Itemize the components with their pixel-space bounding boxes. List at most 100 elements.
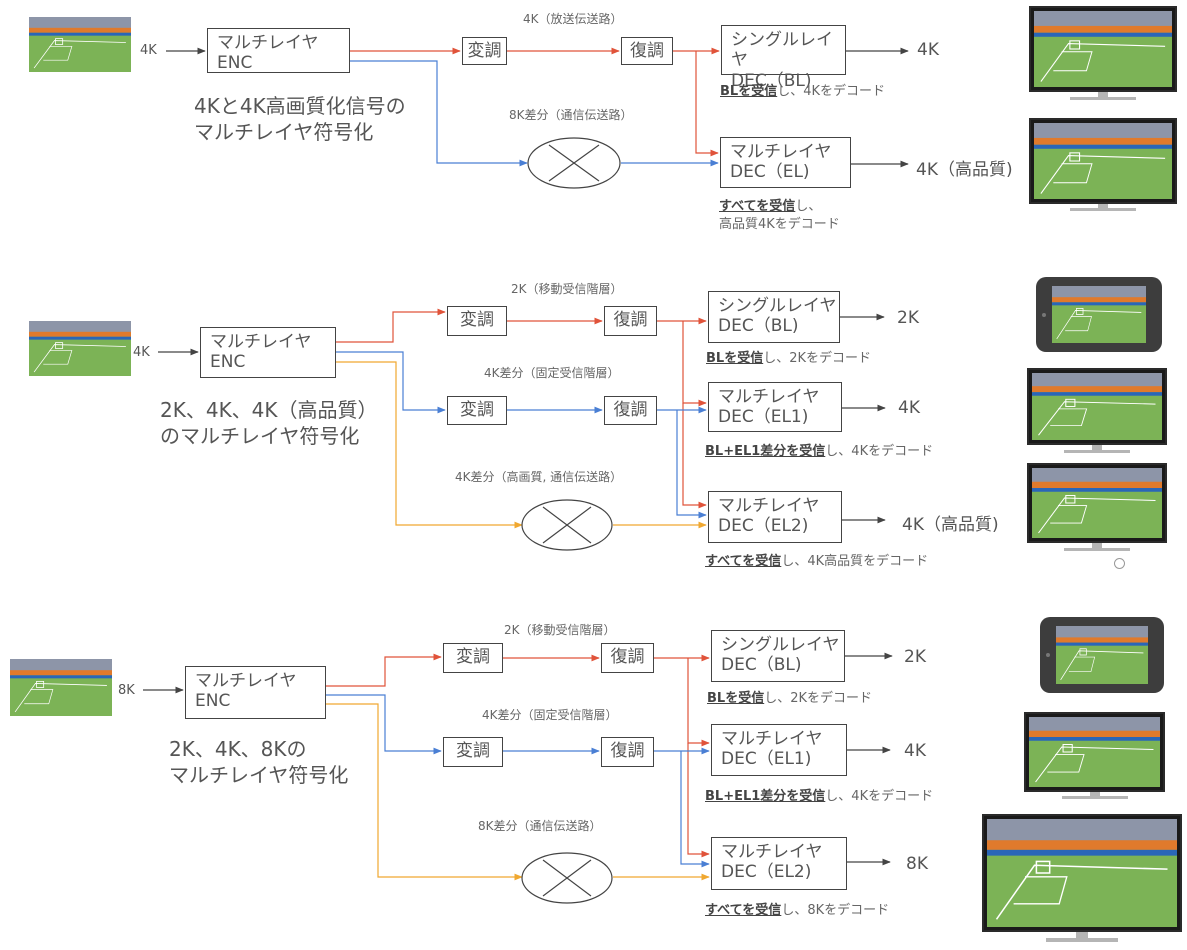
note-bold: すべてを受信 xyxy=(705,903,782,918)
caption-line1: 2K、4K、8Kの xyxy=(169,737,307,761)
decoder-bl-box: シングルレイヤ DEC（BL) xyxy=(711,630,845,682)
input-label: 4K xyxy=(140,43,157,58)
tablet xyxy=(1040,617,1164,693)
caption-line1: 2K、4K、4K（高品質） xyxy=(160,398,378,422)
note-bold: BL+EL1差分を受信 xyxy=(705,444,826,459)
note-bold: すべてを受信 xyxy=(719,199,796,214)
tv-stand xyxy=(1062,796,1128,799)
modulator-box: 変調 xyxy=(447,306,507,336)
decode-note: BLを受信し、4Kをデコード xyxy=(720,83,885,101)
note-rest: し、4Kをデコード xyxy=(825,789,934,804)
decoder-line2: DEC（EL) xyxy=(730,162,810,183)
decode-note: BLを受信し、2Kをデコード xyxy=(707,690,872,708)
tv-stand xyxy=(1098,204,1108,209)
note-rest: し、 xyxy=(795,199,822,214)
note-bold: BLを受信 xyxy=(707,691,765,706)
caption-line2: マルチレイヤ符号化 xyxy=(169,763,349,787)
note-rest: し、4Kをデコード xyxy=(825,444,934,459)
decoder-line2: DEC（EL2) xyxy=(721,862,812,883)
tv-stand xyxy=(1098,92,1108,98)
encoder-line1: マルチレイヤ xyxy=(217,33,319,53)
encoder-line2: ENC xyxy=(195,691,231,712)
soccer-thumbnail xyxy=(29,17,131,72)
tv-stand xyxy=(1046,938,1118,942)
demodulator-box: 復調 xyxy=(601,737,654,767)
decoder-line1: シングルレイヤ xyxy=(731,30,833,71)
encoder-line2: ENC xyxy=(210,352,246,373)
decoder-line1: マルチレイヤ xyxy=(730,142,832,162)
encoder-line1: マルチレイヤ xyxy=(210,332,312,352)
path-label-broadcast: 4K（放送伝送路） xyxy=(523,12,623,26)
decoder-el2-box: マルチレイヤ DEC（EL2) xyxy=(708,491,842,543)
note-rest: し、4K高品質をデコード xyxy=(781,554,929,569)
encoding-caption: 2K、4K、8Kの マルチレイヤ符号化 xyxy=(169,736,348,788)
decoder-line2: DEC（EL2) xyxy=(718,516,809,537)
tv-stand xyxy=(1070,208,1136,211)
encoder-box: マルチレイヤ ENC xyxy=(200,327,336,378)
note-bold: BLを受信 xyxy=(720,84,778,99)
output-label: 4K（高品質) xyxy=(902,515,999,535)
tv-stand xyxy=(1070,97,1136,100)
decode-note: すべてを受信し、8Kをデコード xyxy=(705,902,889,920)
soccer-thumbnail xyxy=(10,659,112,716)
tv-stand xyxy=(1092,445,1102,451)
encoding-caption: 2K、4K、4K（高品質） のマルチレイヤ符号化 xyxy=(160,397,378,449)
encoder-line2: ENC xyxy=(217,53,253,74)
output-label: 4K xyxy=(904,741,926,761)
path-label-telecom: 8K差分（通信伝送路） xyxy=(478,819,602,833)
decoder-bl-box: シングルレイヤ DEC（BL) xyxy=(708,291,840,343)
note-rest: し、2Kをデコード xyxy=(763,351,871,366)
input-label: 8K xyxy=(118,683,135,698)
output-label: 8K xyxy=(906,854,928,874)
note-bold: BL+EL1差分を受信 xyxy=(705,789,826,804)
modulator-box: 変調 xyxy=(443,737,503,767)
path-label-fixed: 4K差分（固定受信階層） xyxy=(482,708,618,722)
caption-line2: のマルチレイヤ符号化 xyxy=(160,424,360,448)
tv-monitor xyxy=(1027,368,1167,445)
decoder-line1: マルチレイヤ xyxy=(721,842,823,862)
decoder-line1: シングルレイヤ xyxy=(718,296,837,316)
path-label-telecom: 4K差分（高画質, 通信伝送路） xyxy=(455,470,623,484)
decoder-el-box: マルチレイヤ DEC（EL) xyxy=(720,137,851,188)
note-bold: すべてを受信 xyxy=(705,554,782,569)
tv-monitor xyxy=(1024,712,1165,792)
tv-monitor-large xyxy=(982,814,1182,932)
note-rest: し、4Kをデコード xyxy=(777,84,885,99)
soccer-thumbnail xyxy=(29,321,131,376)
decoder-line2: DEC（BL) xyxy=(731,70,812,91)
tv-stand xyxy=(1090,792,1100,797)
tv-stand xyxy=(1092,543,1102,549)
decoder-bl-box: シングルレイヤ DEC（BL) xyxy=(721,25,846,91)
decode-note: BLを受信し、2Kをデコード xyxy=(706,350,871,368)
modulator-box: 変調 xyxy=(462,37,507,65)
caption-line2: マルチレイヤ符号化 xyxy=(194,120,374,144)
output-label: 2K xyxy=(904,647,926,667)
path-label-fixed: 4K差分（固定受信階層） xyxy=(484,366,620,380)
caption-line1: 4Kと4K高画質化信号の xyxy=(194,94,406,118)
decode-note: すべてを受信し、 高品質4Kをデコード xyxy=(719,198,840,233)
input-label: 4K xyxy=(133,345,150,360)
output-label: 2K xyxy=(897,308,919,328)
decoder-line2: DEC（EL1) xyxy=(721,749,812,770)
note-bold: BLを受信 xyxy=(706,351,764,366)
decoder-line1: マルチレイヤ xyxy=(718,387,820,407)
decode-note: BL+EL1差分を受信し、4Kをデコード xyxy=(705,788,933,806)
tv-monitor xyxy=(1027,463,1167,543)
output-label: 4K xyxy=(898,398,920,418)
demodulator-box: 復調 xyxy=(604,306,657,336)
decoder-line1: シングルレイヤ xyxy=(721,635,840,655)
tv-stand xyxy=(1064,450,1130,453)
note-rest: し、8Kをデコード xyxy=(781,903,890,918)
decoder-line1: マルチレイヤ xyxy=(718,496,820,516)
tablet xyxy=(1036,277,1162,352)
note-line2: 高品質4Kをデコード xyxy=(719,216,840,232)
decoder-line1: マルチレイヤ xyxy=(721,729,823,749)
demodulator-box: 復調 xyxy=(604,396,657,425)
tv-monitor xyxy=(1029,118,1177,204)
demodulator-box: 復調 xyxy=(601,643,654,673)
tv-stand xyxy=(1064,548,1130,551)
encoder-box: マルチレイヤ ENC xyxy=(185,666,326,719)
tv-stand xyxy=(1076,932,1088,939)
output-label: 4K（高品質) xyxy=(916,160,1013,180)
decoder-el1-box: マルチレイヤ DEC（EL1) xyxy=(708,382,842,432)
